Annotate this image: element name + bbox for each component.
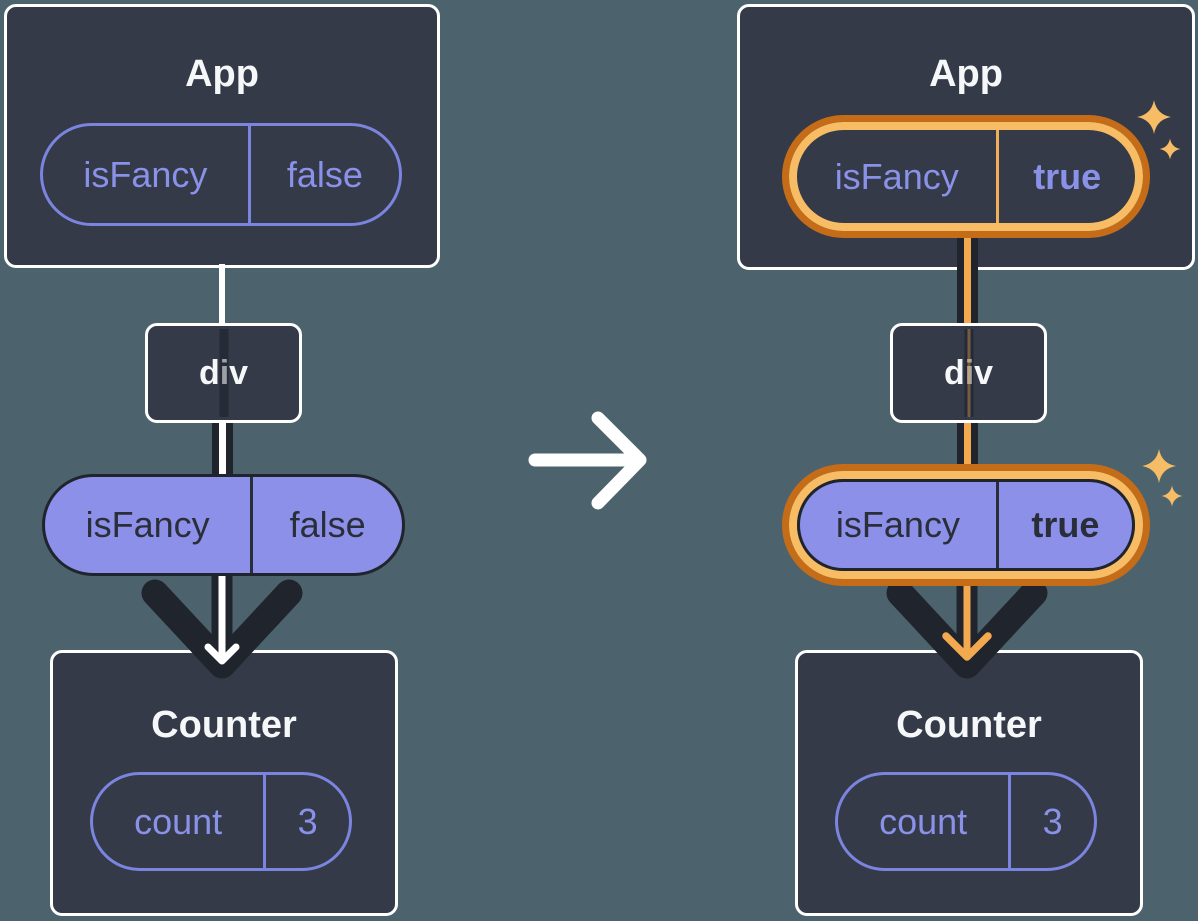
- prop-key: isFancy: [835, 504, 960, 545]
- state-value: 3: [1008, 775, 1094, 868]
- highlight-ring: isFancy true: [789, 471, 1143, 579]
- state-key: count: [879, 800, 968, 842]
- sparkle-icon: [1142, 449, 1183, 507]
- app-state-pill-after-highlight: isFancy true: [782, 115, 1150, 238]
- prop-value: false: [250, 477, 402, 573]
- sparkle-icon: [1137, 100, 1181, 160]
- edge-core-line: [964, 421, 971, 466]
- div-label: div: [198, 353, 249, 392]
- transition-arrow-icon: [528, 411, 647, 510]
- state-key: isFancy: [834, 155, 959, 197]
- state-value: false: [247, 126, 399, 223]
- counter-state-pill-after: count 3: [835, 772, 1097, 871]
- edge-core-line: [219, 421, 226, 476]
- edge-div-to-prop: [957, 421, 978, 466]
- state-value: true: [996, 130, 1135, 223]
- highlight-ring: isFancy true: [789, 122, 1143, 231]
- counter-title: Counter: [151, 704, 297, 746]
- edge-app-to-div: [219, 264, 225, 325]
- arrow-down-icon: [886, 574, 1048, 679]
- div-card-after: div: [890, 323, 1047, 423]
- state-value: 3: [263, 775, 349, 868]
- pass-through-line: [219, 329, 228, 417]
- app-title: App: [185, 53, 259, 95]
- prop-key: isFancy: [85, 504, 210, 545]
- app-title: App: [929, 53, 1003, 95]
- pass-through-line: [964, 329, 973, 417]
- state-key: isFancy: [83, 153, 208, 195]
- state-key: count: [134, 800, 223, 842]
- prop-pill-after: isFancy true: [797, 479, 1135, 571]
- counter-title: Counter: [896, 704, 1042, 746]
- app-state-pill-after: isFancy true: [797, 130, 1135, 223]
- app-state-pill-before: isFancy false: [40, 123, 402, 226]
- arrow-down-icon: [141, 574, 303, 679]
- prop-pill-before: isFancy false: [42, 474, 405, 576]
- prop-value: true: [995, 482, 1132, 568]
- prop-pill-after-highlight: isFancy true: [782, 464, 1150, 586]
- div-label: div: [943, 353, 994, 392]
- counter-state-pill-before: count 3: [90, 772, 352, 871]
- edge-app-to-div: [957, 236, 978, 325]
- edge-core-line: [964, 236, 971, 325]
- div-card-before: div: [145, 323, 302, 423]
- edge-div-to-prop: [212, 421, 233, 476]
